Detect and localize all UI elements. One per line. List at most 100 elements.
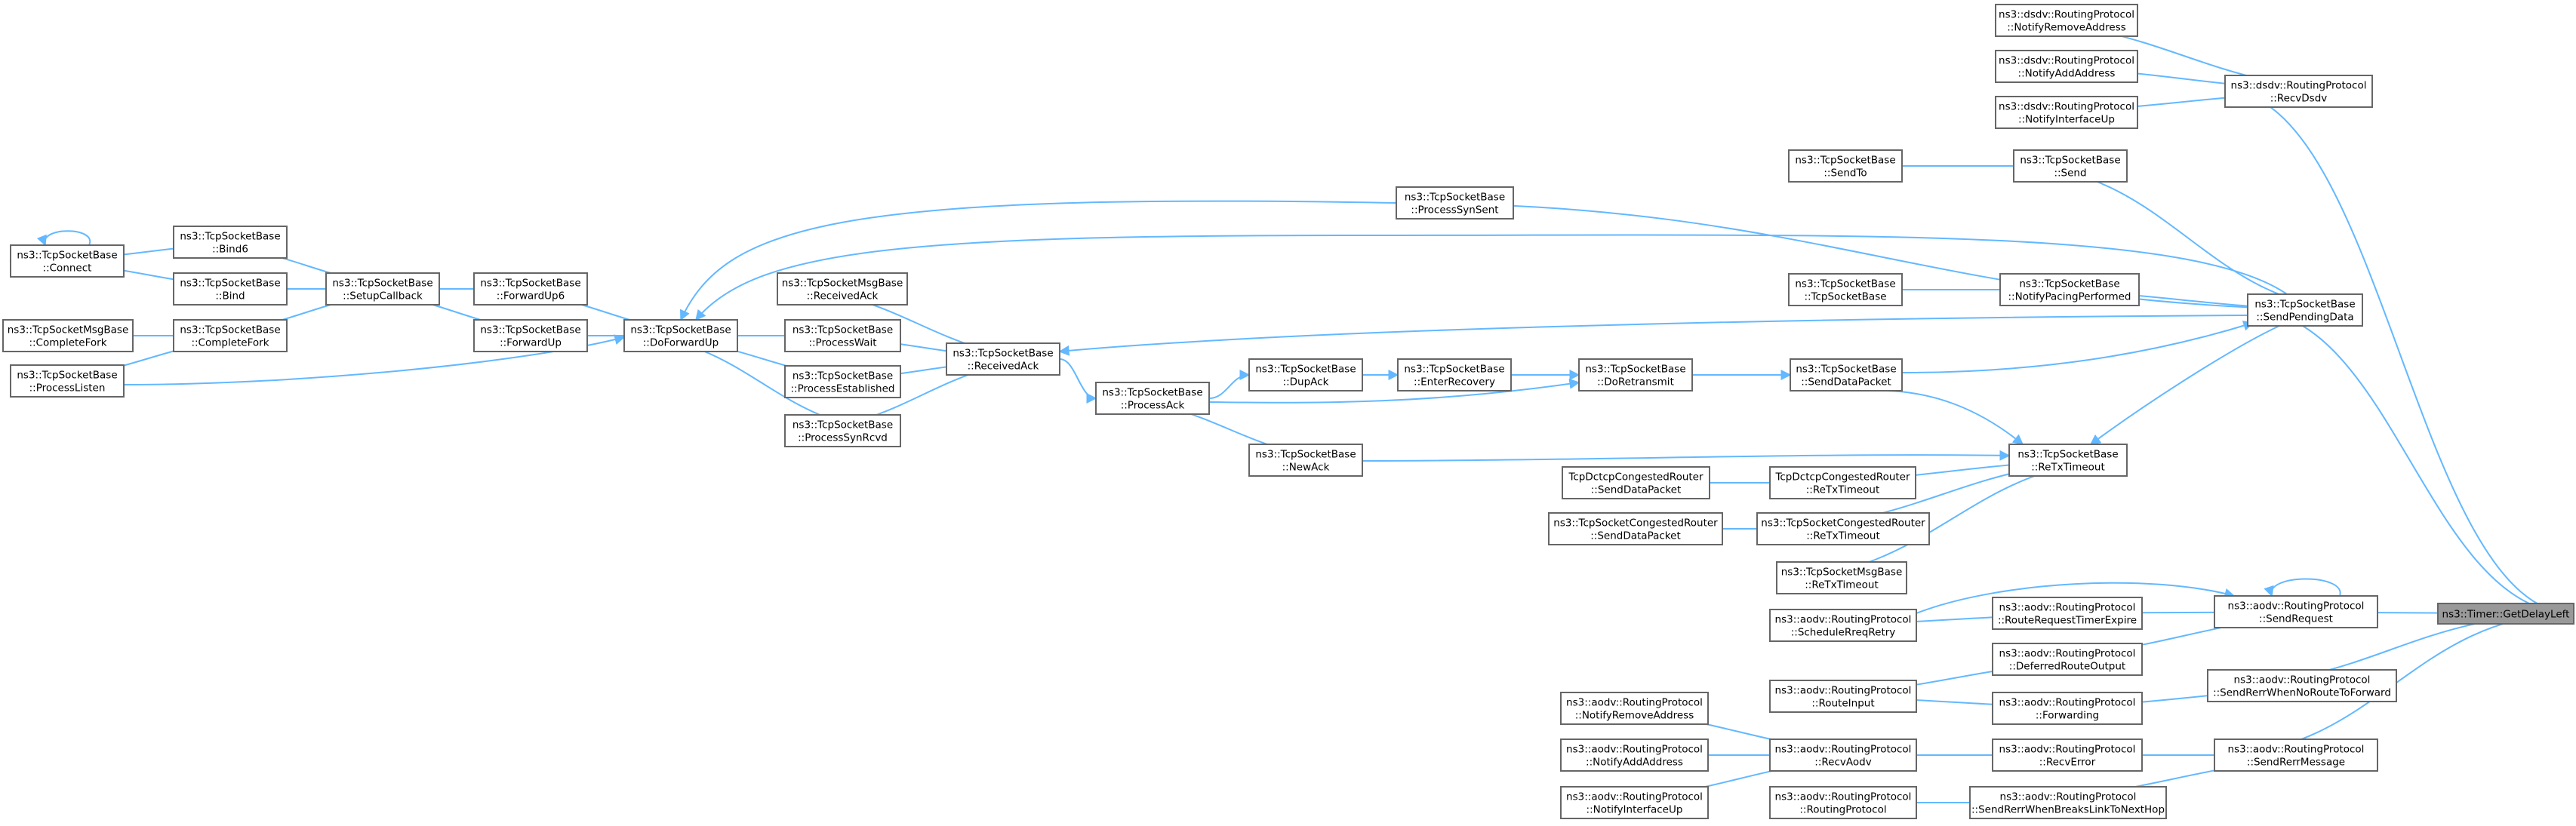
node-box bbox=[1999, 273, 2140, 306]
node-label-line: ::NotifyInterfaceUp bbox=[2018, 114, 2115, 126]
node-timer-getdelayleft[interactable]: ns3::Timer::GetDelayLeft bbox=[2437, 603, 2574, 625]
node-label-line: ::RouteInput bbox=[1811, 698, 1874, 710]
node-label-line: ns3::Timer::GetDelayLeft bbox=[2442, 609, 2570, 621]
node-box bbox=[2247, 293, 2363, 327]
node-tcp-retxtimeout[interactable]: ns3::TcpSocketBase::ReTxTimeout bbox=[2008, 444, 2128, 477]
node-aodv-forwarding[interactable]: ns3::aodv::RoutingProtocol::Forwarding bbox=[1992, 692, 2143, 725]
node-aodv-deferredrouteoutput[interactable]: ns3::aodv::RoutingProtocol::DeferredRout… bbox=[1992, 643, 2143, 676]
node-tcp-processwait[interactable]: ns3::TcpSocketBase::ProcessWait bbox=[784, 319, 901, 352]
node-aodv-sendrequest[interactable]: ns3::aodv::RoutingProtocol::SendRequest bbox=[2214, 595, 2378, 628]
node-box bbox=[325, 272, 440, 306]
node-label-line: ns3::TcpSocketBase bbox=[180, 231, 280, 243]
node-label-line: ns3::aodv::RoutingProtocol bbox=[1999, 648, 2136, 660]
node-label-line: ns3::aodv::RoutingProtocol bbox=[1775, 791, 1912, 803]
node-cong-senddatapacket[interactable]: ns3::TcpSocketCongestedRouter::SendDataP… bbox=[1548, 512, 1723, 545]
node-label-line: ns3::TcpSocketBase bbox=[953, 348, 1053, 360]
node-tcp-processsynsent[interactable]: ns3::TcpSocketBase::ProcessSynSent bbox=[1396, 186, 1514, 220]
node-label-line: ::ForwardUp6 bbox=[497, 290, 565, 302]
edge-aodv-sendrequest-to-aodv-schedulerreqretry bbox=[1916, 582, 2236, 614]
node-tcp-connect[interactable]: ns3::TcpSocketBase::Connect bbox=[10, 244, 125, 278]
node-box bbox=[1776, 561, 1907, 594]
node-dctcp-senddatapacket[interactable]: TcpDctcpCongestedRouter::SendDataPacket bbox=[1562, 466, 1710, 499]
node-tcp-doretransmit[interactable]: ns3::TcpSocketBase::DoRetransmit bbox=[1578, 358, 1693, 392]
node-tcp-bind[interactable]: ns3::TcpSocketBase::Bind bbox=[173, 272, 288, 306]
node-label-line: ::EnterRecovery bbox=[1414, 376, 1495, 388]
node-tcp-sendto[interactable]: ns3::TcpSocketBase::SendTo bbox=[1788, 149, 1903, 183]
node-label-line: ::ProcessListen bbox=[29, 382, 106, 395]
node-label-line: ::ScheduleRreqRetry bbox=[1791, 627, 1896, 639]
node-label-line: ::Send bbox=[2054, 167, 2086, 180]
node-dsdv-notifyremove[interactable]: ns3::dsdv::RoutingProtocol::NotifyRemove… bbox=[1995, 4, 2138, 37]
node-tcp-doforwardup[interactable]: ns3::TcpSocketBase::DoForwardUp bbox=[623, 319, 738, 352]
node-aodv-recverror[interactable]: ns3::aodv::RoutingProtocol::RecvError bbox=[1992, 738, 2143, 772]
node-tcp-processsynrcvd[interactable]: ns3::TcpSocketBase::ProcessSynRcvd bbox=[784, 414, 901, 447]
node-tcp-forwardup[interactable]: ns3::TcpSocketBase::ForwardUp bbox=[473, 319, 588, 352]
node-tcp-setupcallback[interactable]: ns3::TcpSocketBase::SetupCallback bbox=[325, 272, 440, 306]
node-label-line: ns3::dsdv::RoutingProtocol bbox=[2231, 80, 2367, 92]
node-box bbox=[1560, 692, 1709, 725]
node-msg-retxtimeout[interactable]: ns3::TcpSocketMsgBase::ReTxTimeout bbox=[1776, 561, 1907, 594]
node-box bbox=[1769, 738, 1917, 772]
node-dsdv-notifyup[interactable]: ns3::dsdv::RoutingProtocol::NotifyInterf… bbox=[1995, 96, 2138, 129]
node-label-line: ns3::TcpSocketBase bbox=[2017, 449, 2118, 461]
node-dsdv-recvdsdv[interactable]: ns3::dsdv::RoutingProtocol::RecvDsdv bbox=[2224, 75, 2373, 108]
node-aodv-notifyup[interactable]: ns3::aodv::RoutingProtocol::NotifyInterf… bbox=[1560, 786, 1709, 819]
node-tcp-ctor[interactable]: ns3::TcpSocketBase::TcpSocketBase bbox=[1788, 273, 1903, 306]
node-label-line: ::ReTxTimeout bbox=[1805, 579, 1879, 591]
node-aodv-notifyadd[interactable]: ns3::aodv::RoutingProtocol::NotifyAddAdd… bbox=[1560, 738, 1709, 772]
node-tcp-dupack[interactable]: ns3::TcpSocketBase::DupAck bbox=[1248, 358, 1363, 392]
node-tcp-sendpendingdata[interactable]: ns3::TcpSocketBase::SendPendingData bbox=[2247, 293, 2363, 327]
node-label-line: ::SetupCallback bbox=[343, 290, 423, 302]
node-tcp-processlisten[interactable]: ns3::TcpSocketBase::ProcessListen bbox=[10, 364, 125, 398]
node-msg-completefork[interactable]: ns3::TcpSocketMsgBase::CompleteFork bbox=[2, 319, 134, 352]
node-box bbox=[2224, 75, 2373, 108]
node-msg-receivedack[interactable]: ns3::TcpSocketMsgBase::ReceivedAck bbox=[777, 272, 908, 306]
node-label-line: ::RecvAodv bbox=[1814, 757, 1871, 769]
node-label-line: ::DoForwardUp bbox=[643, 337, 719, 349]
node-label-line: ::NotifyRemoveAddress bbox=[2007, 22, 2126, 34]
node-label-line: TcpDctcpCongestedRouter bbox=[1568, 471, 1703, 484]
node-aodv-recvaodv[interactable]: ns3::aodv::RoutingProtocol::RecvAodv bbox=[1769, 738, 1917, 772]
node-tcp-send[interactable]: ns3::TcpSocketBase::Send bbox=[2013, 149, 2128, 183]
node-label-line: ns3::TcpSocketBase bbox=[2019, 278, 2119, 290]
node-aodv-sendrerrmessage[interactable]: ns3::aodv::RoutingProtocol::SendRerrMess… bbox=[2214, 738, 2378, 772]
node-box bbox=[946, 342, 1060, 376]
node-tcp-bind6[interactable]: ns3::TcpSocketBase::Bind6 bbox=[173, 226, 288, 259]
node-label-line: ::RecvDsdv bbox=[2270, 93, 2328, 105]
node-label-line: ns3::TcpSocketCongestedRouter bbox=[1553, 517, 1718, 530]
node-label-line: ::SendDataPacket bbox=[1801, 376, 1891, 388]
node-aodv-schedulerreqretry[interactable]: ns3::aodv::RoutingProtocol::ScheduleRreq… bbox=[1769, 609, 1917, 642]
node-aodv-sendrerrnoroute[interactable]: ns3::aodv::RoutingProtocol::SendRerrWhen… bbox=[2207, 669, 2397, 702]
node-tcp-forwardup6[interactable]: ns3::TcpSocketBase::ForwardUp6 bbox=[473, 272, 588, 306]
node-cong-retxtimeout[interactable]: ns3::TcpSocketCongestedRouter::ReTxTimeo… bbox=[1756, 512, 1930, 545]
node-aodv-sendrerrbreaks[interactable]: ns3::aodv::RoutingProtocol::SendRerrWhen… bbox=[1969, 786, 2167, 819]
node-label-line: ::NotifyRemoveAddress bbox=[1575, 710, 1694, 722]
node-box bbox=[1562, 466, 1710, 499]
node-tcp-processestablished[interactable]: ns3::TcpSocketBase::ProcessEstablished bbox=[784, 365, 901, 398]
node-aodv-routerequesttimer[interactable]: ns3::aodv::RoutingProtocol::RouteRequest… bbox=[1992, 597, 2143, 630]
edge-tcp-processsynsent-to-tcp-sendpendingdata bbox=[1395, 198, 2363, 311]
node-tcp-notifypacing[interactable]: ns3::TcpSocketBase::NotifyPacingPerforme… bbox=[1999, 273, 2140, 306]
node-label-line: ns3::TcpSocketBase bbox=[180, 324, 280, 336]
node-tcp-enterrecovery[interactable]: ns3::TcpSocketBase::EnterRecovery bbox=[1397, 358, 1512, 392]
node-box bbox=[1788, 273, 1903, 306]
node-box bbox=[1397, 358, 1512, 392]
node-aodv-notifyremove[interactable]: ns3::aodv::RoutingProtocol::NotifyRemove… bbox=[1560, 692, 1709, 725]
node-tcp-newack[interactable]: ns3::TcpSocketBase::NewAck bbox=[1248, 444, 1363, 477]
node-box bbox=[10, 364, 125, 398]
node-label-line: ns3::TcpSocketBase bbox=[17, 370, 117, 382]
node-tcp-completefork[interactable]: ns3::TcpSocketBase::CompleteFork bbox=[173, 319, 288, 352]
node-tcp-receivedack[interactable]: ns3::TcpSocketBase::ReceivedAck bbox=[946, 342, 1060, 376]
node-label-line: ::NotifyAddAddress bbox=[2018, 68, 2116, 80]
node-dctcp-retxtimeout[interactable]: TcpDctcpCongestedRouter::ReTxTimeout bbox=[1769, 466, 1916, 499]
node-aodv-ctor[interactable]: ns3::aodv::RoutingProtocol::RoutingProto… bbox=[1769, 786, 1917, 819]
node-box bbox=[1248, 358, 1363, 392]
node-label-line: ::DupAck bbox=[1283, 376, 1329, 388]
node-tcp-senddatapacket[interactable]: ns3::TcpSocketBase::SendDataPacket bbox=[1790, 358, 1903, 392]
node-label-line: ns3::dsdv::RoutingProtocol bbox=[1999, 55, 2134, 67]
node-label-line: ns3::TcpSocketBase bbox=[17, 250, 117, 262]
node-tcp-processack[interactable]: ns3::TcpSocketBase::ProcessAck bbox=[1095, 382, 1210, 415]
node-label-line: ::ProcessAck bbox=[1121, 400, 1185, 412]
node-dsdv-notifyadd[interactable]: ns3::dsdv::RoutingProtocol::NotifyAddAdd… bbox=[1995, 50, 2138, 83]
node-aodv-routeinput[interactable]: ns3::aodv::RoutingProtocol::RouteInput bbox=[1769, 680, 1917, 713]
